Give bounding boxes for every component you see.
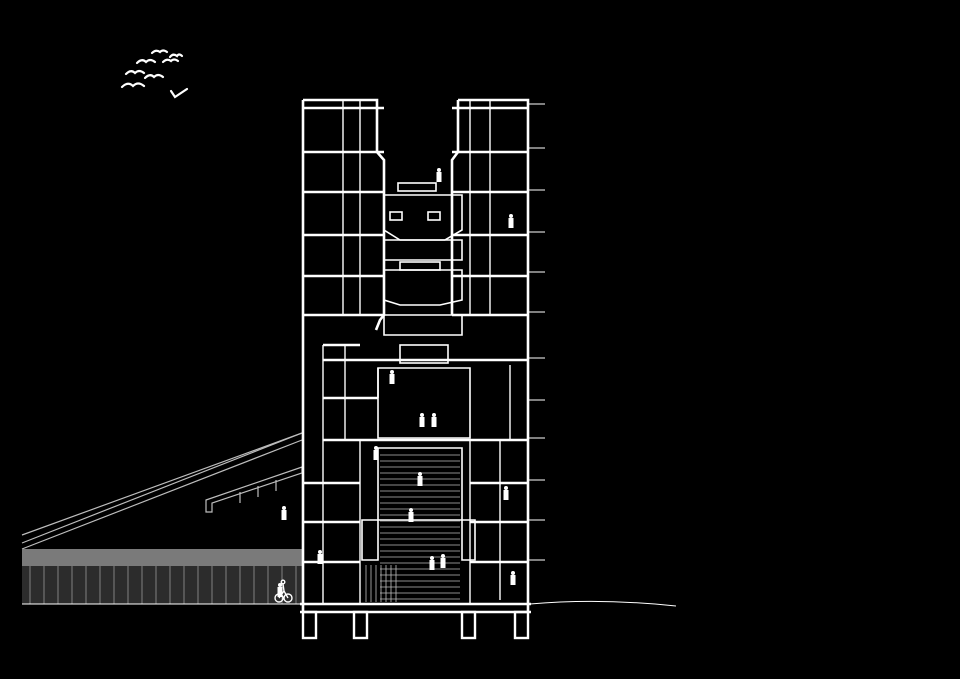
person-figure-icon: [508, 218, 514, 228]
person-figure-icon: [440, 558, 446, 568]
person-figure-icon: [417, 476, 423, 486]
person-figure-icon: [441, 554, 445, 558]
ramp-structure: [21, 432, 303, 550]
interior-columns: [322, 100, 511, 604]
person-figure-icon: [317, 554, 323, 564]
person-figure-icon: [408, 512, 414, 522]
person-figure-icon: [373, 450, 379, 460]
atrium-stairs: [365, 454, 460, 602]
person-figure-icon: [409, 508, 413, 512]
facade-ticks: [528, 103, 545, 561]
person-figure-icon: [389, 374, 395, 384]
person-figure-icon: [510, 575, 516, 585]
atrium-voids: [361, 182, 476, 561]
person-figure-icon: [278, 583, 282, 587]
person-figure-icon: [420, 413, 424, 417]
facade-strip-mullions: [29, 566, 297, 604]
person-figure-icon: [437, 168, 441, 172]
person-figure-icon: [503, 490, 509, 500]
foundation-piers: [301, 610, 530, 640]
person-figure-icon: [429, 560, 435, 570]
person-figure-icon: [436, 172, 442, 182]
ground-line: [22, 600, 677, 607]
person-figure-icon: [418, 472, 422, 476]
person-figure-icon: [509, 214, 513, 218]
person-figure-icon: [277, 587, 283, 597]
person-figure-icon: [430, 556, 434, 560]
person-figure-icon: [432, 413, 436, 417]
building-structure: [300, 98, 531, 614]
street-ground-band: [22, 549, 302, 566]
person-figure-icon: [277, 168, 516, 597]
person-figure-icon: [419, 417, 425, 427]
birds-icon: [120, 49, 189, 99]
person-figure-icon: [511, 571, 515, 575]
facade-strip: [22, 566, 302, 604]
person-figure-icon: [390, 370, 394, 374]
person-figure-icon: [431, 417, 437, 427]
person-figure-icon: [504, 486, 508, 490]
person-figure-icon: [374, 446, 378, 450]
person-figure-icon: [282, 506, 286, 510]
person-figure-icon: [281, 510, 287, 520]
person-figure-icon: [318, 550, 322, 554]
cyclist-icon: [274, 579, 293, 603]
